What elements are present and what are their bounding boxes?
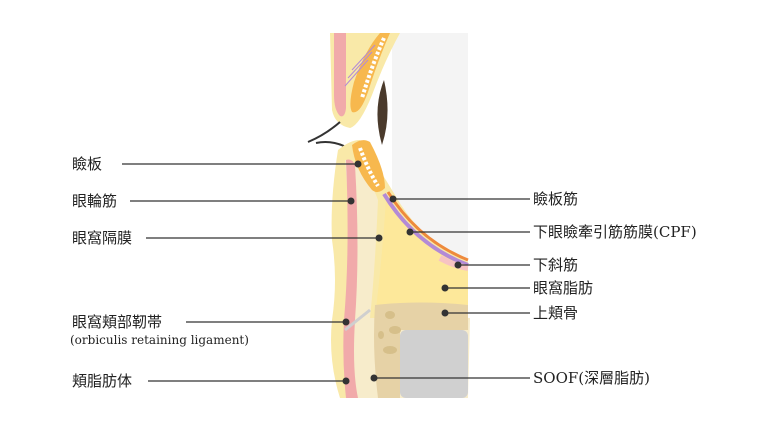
iris — [377, 80, 388, 145]
label-zygoma: 上頬骨 — [533, 304, 579, 322]
label-orbicularis: 眼輪筋 — [72, 192, 118, 210]
label-tarsal-muscle: 瞼板筋 — [533, 190, 579, 208]
label-orbital-septum: 眼窩隔膜 — [72, 229, 133, 247]
label-orl-sub: (orbiculis retaining ligament) — [70, 333, 249, 347]
label-orbital-fat: 眼窩脂肪 — [533, 279, 594, 297]
leader-lines — [122, 163, 530, 382]
orbicularis-muscle — [343, 159, 358, 398]
label-tarsus: 瞼板 — [72, 155, 103, 173]
label-cpf: 下眼瞼牽引筋筋膜(CPF) — [533, 223, 697, 241]
label-orl: 眼窩頬部靭帯 — [72, 313, 163, 331]
label-soof: SOOF(深層脂肪) — [533, 369, 650, 387]
label-buccal-fat: 頬脂肪体 — [72, 372, 133, 390]
marker-dots — [342, 160, 462, 385]
eyelashes — [307, 121, 345, 147]
label-inferior-oblique: 下斜筋 — [533, 256, 579, 274]
